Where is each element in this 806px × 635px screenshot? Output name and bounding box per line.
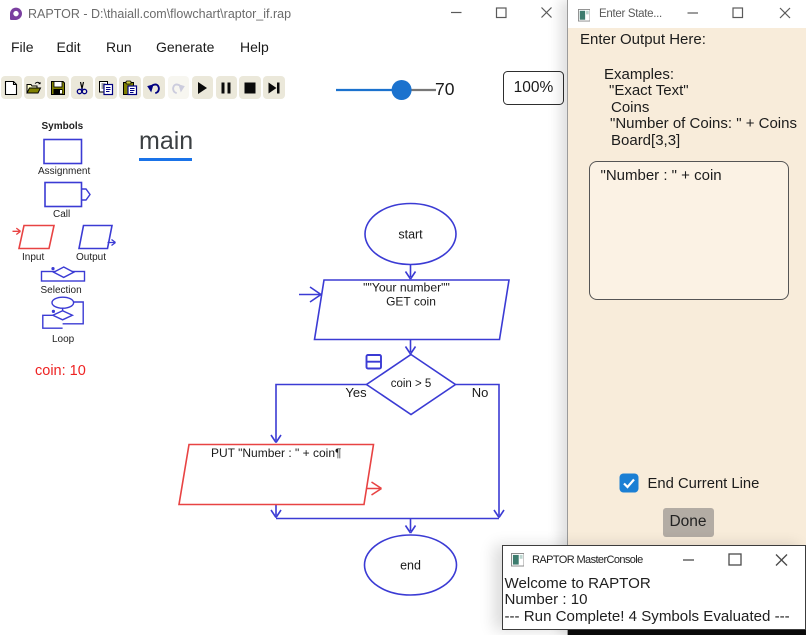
svg-text:""Your number"": ""Your number"": [363, 281, 450, 295]
svg-text:GET coin: GET coin: [386, 294, 436, 308]
svg-text:end: end: [400, 559, 421, 573]
svg-text:PUT "Number : " + coin¶: PUT "Number : " + coin¶: [211, 446, 341, 460]
svg-text:start: start: [398, 228, 423, 242]
svg-text:No: No: [472, 385, 489, 400]
svg-text:Yes: Yes: [345, 385, 367, 400]
svg-text:coin > 5: coin > 5: [391, 378, 432, 390]
